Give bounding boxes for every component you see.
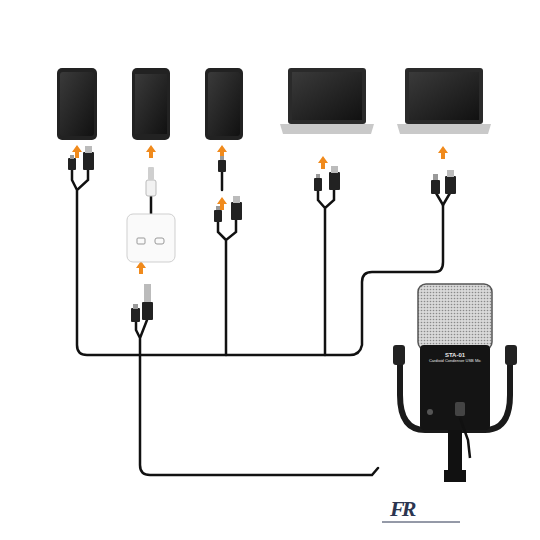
arrow-icon	[72, 145, 448, 274]
model-description: Cardioid Condenser USB Mic	[421, 359, 489, 363]
brand-logo: FR	[390, 496, 413, 522]
cable	[72, 170, 450, 475]
laptop	[280, 68, 491, 134]
logo-line	[382, 522, 460, 523]
model-name: STA-01	[421, 352, 489, 359]
connector	[68, 146, 456, 322]
adapter	[127, 214, 175, 262]
mic-body-label: STA-01Cardioid Condenser USB Mic	[421, 352, 489, 363]
microphone	[393, 284, 517, 482]
phone	[57, 68, 243, 140]
